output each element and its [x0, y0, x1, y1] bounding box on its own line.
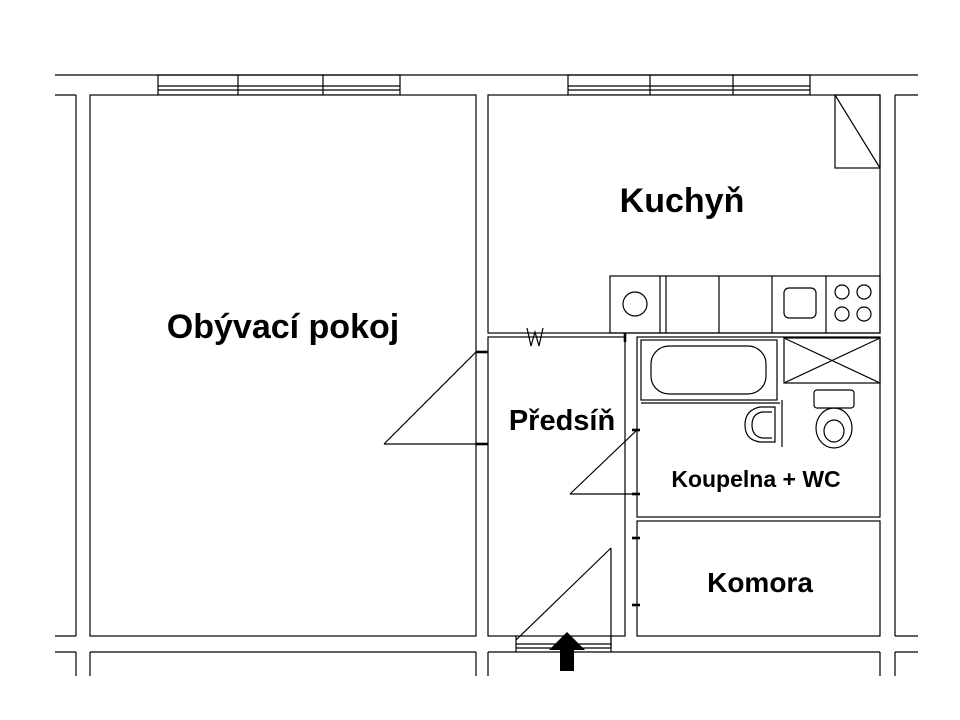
sink-icon [783, 287, 817, 319]
neighbour-wall-left [55, 95, 77, 676]
window-kitchen [567, 74, 811, 96]
bathtub-icon [640, 339, 778, 401]
entrance-door[interactable] [515, 547, 612, 652]
room-label-bathroom: Koupelna + WC [671, 466, 840, 492]
room-label-living-room: Obývací pokoj [167, 308, 399, 346]
shower-icon [783, 337, 881, 384]
washing-machine-icon [622, 291, 648, 317]
door-living-room[interactable] [383, 350, 488, 446]
hallway-outline [487, 336, 626, 637]
bidet-icon [744, 406, 776, 443]
living-room-outline [89, 94, 477, 637]
top-facade-wall [55, 74, 918, 96]
stove-icon [834, 284, 872, 322]
kitchen-outline [487, 94, 881, 334]
kitchen-corner-cabinet [834, 94, 881, 169]
room-label-kitchen: Kuchyň [620, 182, 745, 220]
door-bathroom[interactable] [569, 428, 640, 496]
arrow-up-icon [549, 632, 585, 671]
storage-outline [636, 520, 881, 637]
window-living-room [157, 74, 401, 96]
bathroom-outline [636, 336, 881, 518]
room-label-hallway: Předsíň [509, 405, 615, 437]
vent-zigzag-icon [526, 327, 544, 347]
door-storage-marks [632, 536, 640, 607]
neighbour-wall-right [894, 95, 918, 676]
bottom-wall [89, 651, 881, 676]
kitchen-counter [609, 275, 881, 334]
room-label-storage: Komora [707, 567, 813, 598]
toilet-icon [813, 389, 855, 449]
